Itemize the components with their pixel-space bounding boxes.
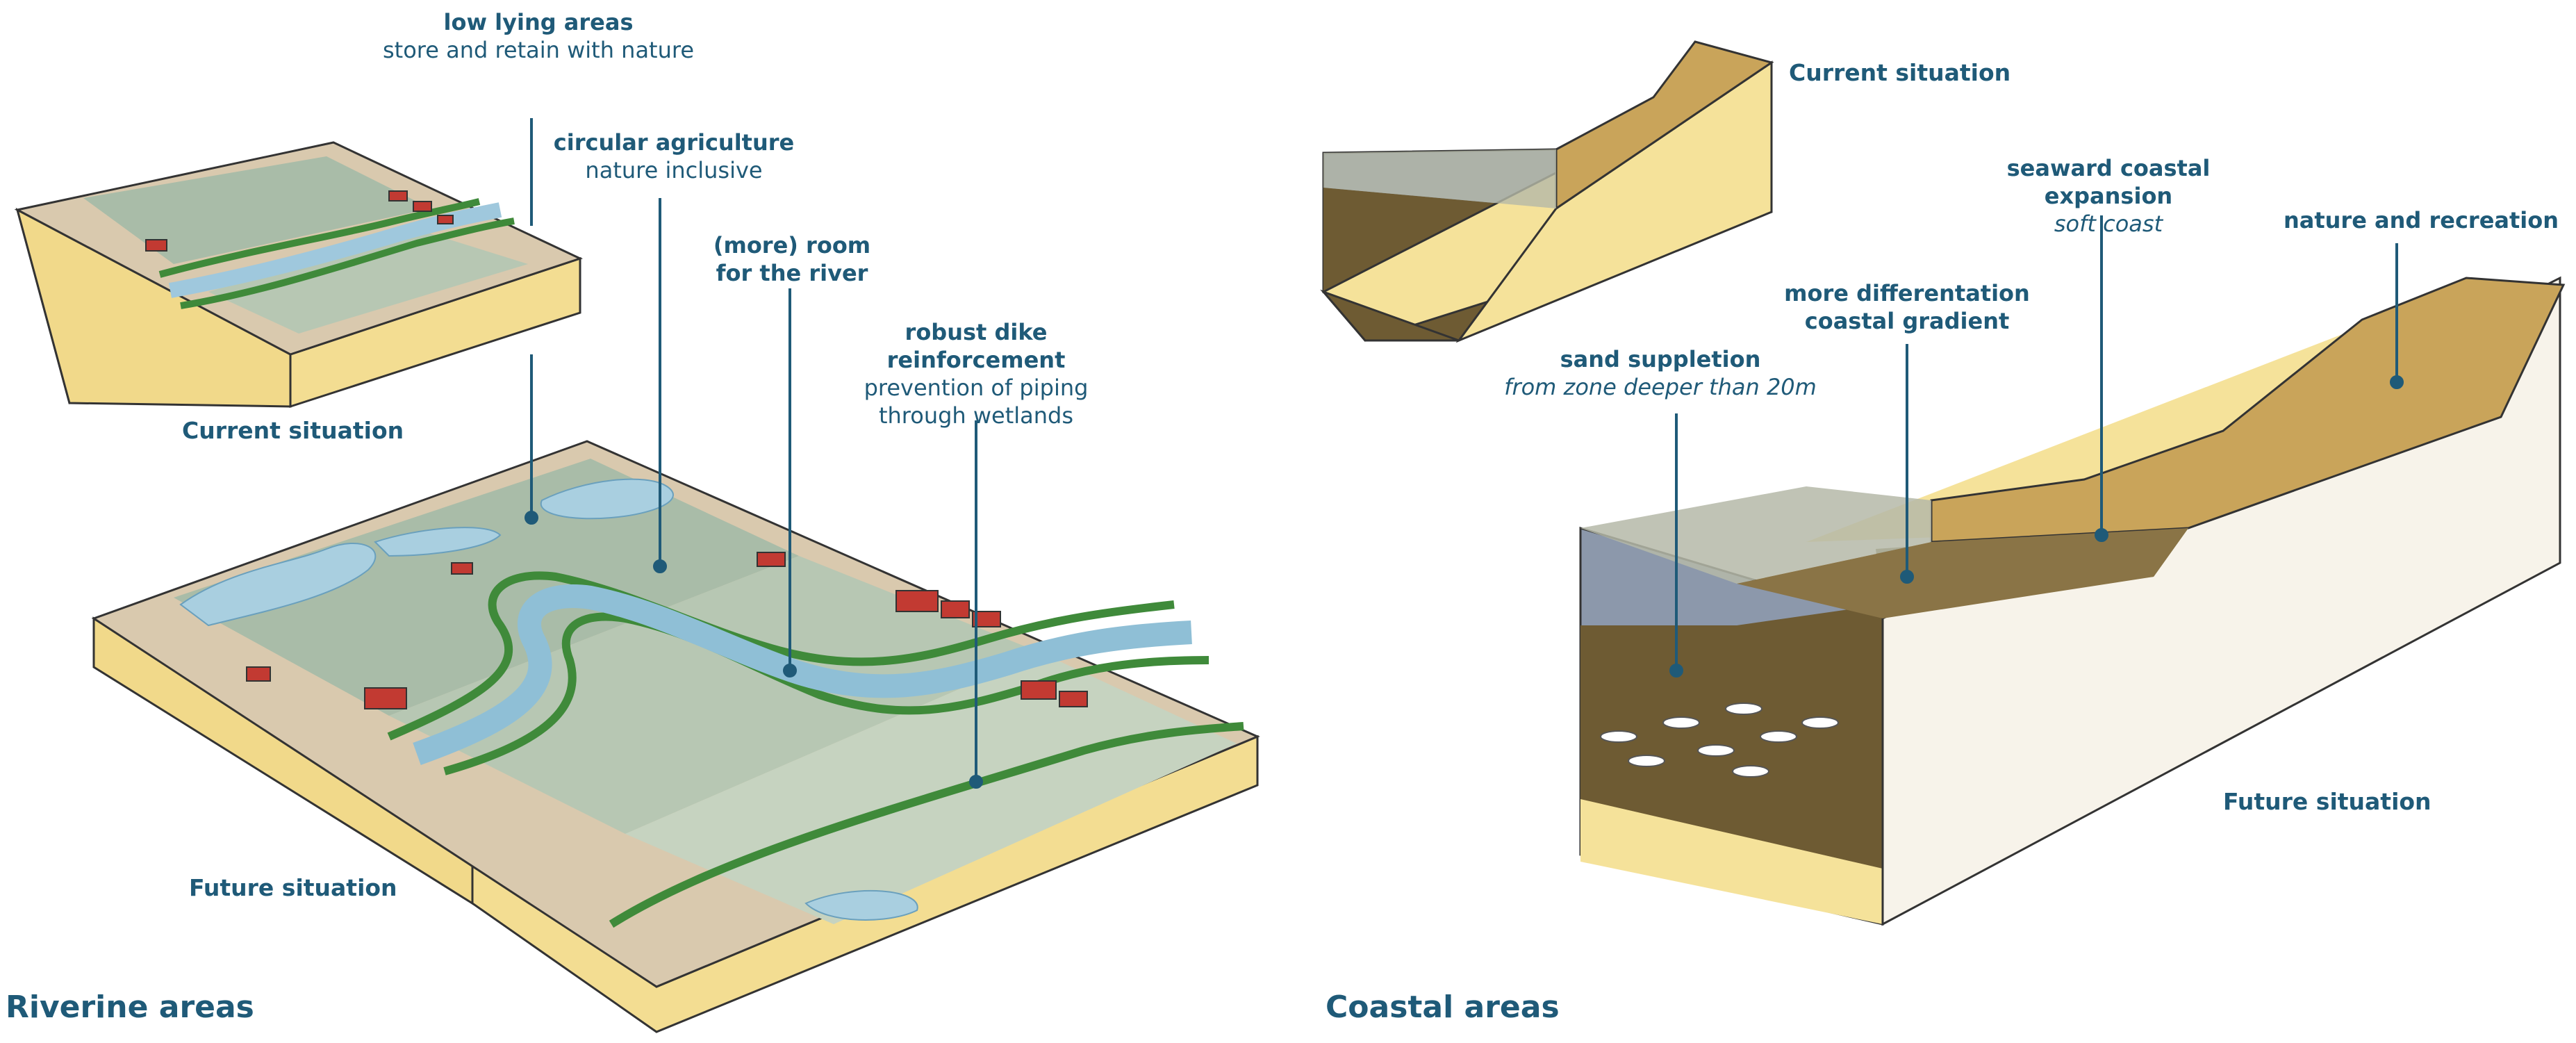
- riverine-current-caption: Current situation: [182, 417, 404, 444]
- label-diff-line1: more differentation: [1784, 280, 2030, 306]
- label-sand-suppletion: sand suppletion from zone deeper than 20…: [1494, 345, 1827, 401]
- label-low-lying-sub: store and retain with nature: [382, 37, 695, 63]
- riverine-current-block: [14, 141, 584, 409]
- riverine-section-title: Riverine areas: [6, 989, 254, 1025]
- coastal-current-block: [1320, 40, 1774, 343]
- label-seaward-sub: soft coast: [2054, 211, 2163, 237]
- label-seaward-title: seaward coastal expansion: [2006, 155, 2211, 209]
- leader-lines: [525, 118, 2404, 789]
- label-circular-agriculture: circular agriculture nature inclusive: [535, 129, 813, 184]
- label-dike-sub2: through wetlands: [878, 402, 1074, 429]
- label-seaward-expansion: seaward coastal expansion soft coast: [1952, 154, 2265, 238]
- label-low-lying-areas: low lying areas store and retain with na…: [375, 8, 702, 64]
- label-circular-sub: nature inclusive: [585, 157, 763, 183]
- riverine-future-caption: Future situation: [189, 874, 397, 901]
- label-nature-title: nature and recreation: [2283, 207, 2559, 233]
- coastal-section-title: Coastal areas: [1326, 989, 1560, 1025]
- label-nature-recreation: nature and recreation: [2272, 206, 2570, 234]
- label-circular-title: circular agriculture: [553, 129, 795, 156]
- coastal-current-caption: Current situation: [1789, 59, 2011, 86]
- riverine-future-block: [91, 440, 1260, 1033]
- label-dike-title: robust dike reinforcement: [886, 319, 1066, 373]
- label-room-line2: for the river: [716, 260, 868, 286]
- label-dike-sub1: prevention of piping: [864, 375, 1089, 401]
- label-dike-reinforcement: robust dike reinforcement prevention of …: [813, 318, 1139, 429]
- label-room-for-river: (more) room for the river: [695, 231, 889, 287]
- label-sand-sub: from zone deeper than 20m: [1504, 374, 1817, 400]
- coastal-future-caption: Future situation: [2223, 788, 2431, 815]
- label-room-line1: (more) room: [713, 232, 871, 258]
- label-low-lying-title: low lying areas: [443, 9, 634, 35]
- label-differentiation: more differentation coastal gradient: [1765, 279, 2049, 335]
- coastal-future-block: [1579, 276, 2566, 926]
- label-sand-title: sand suppletion: [1560, 346, 1761, 372]
- label-diff-line2: coastal gradient: [1804, 308, 2010, 334]
